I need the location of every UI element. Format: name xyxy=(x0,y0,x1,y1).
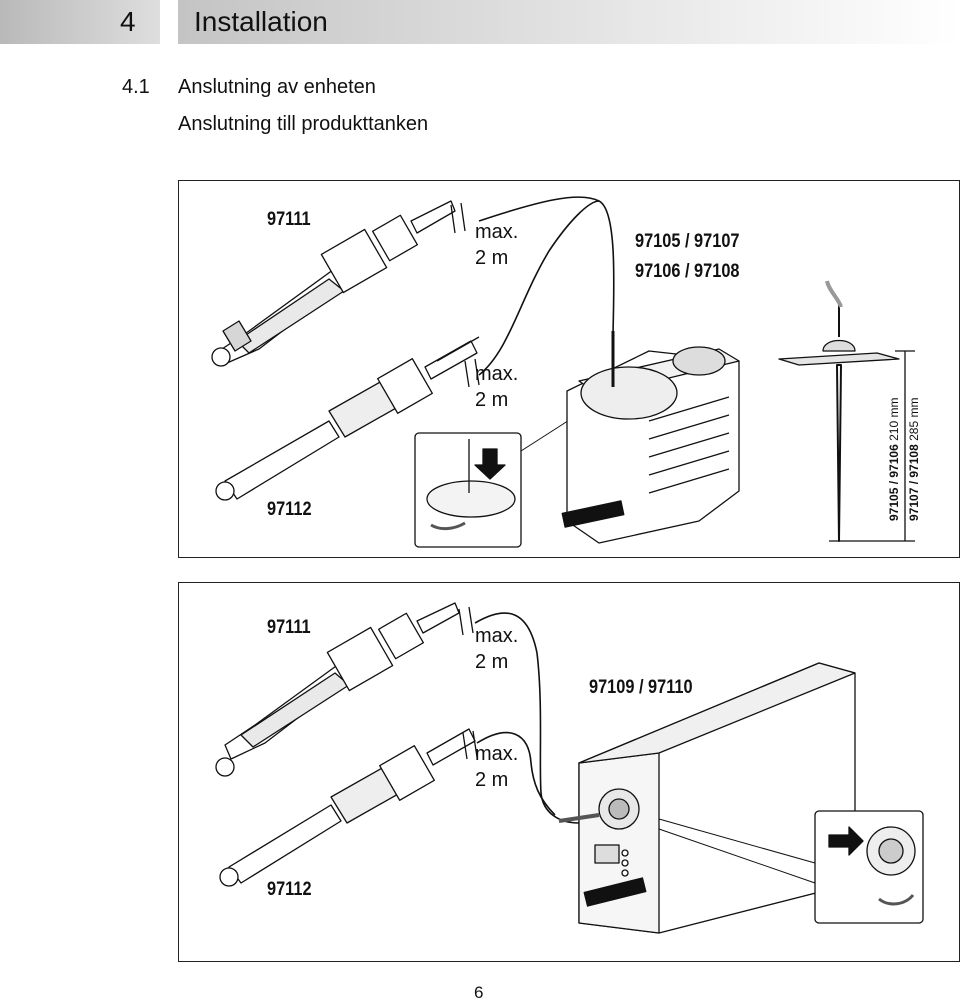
section-title: Anslutning av enheten xyxy=(178,76,376,98)
gun-top-code: 97111 xyxy=(267,209,311,230)
max-value-bottom-2: 2 m xyxy=(475,769,509,791)
inset-detail-connector xyxy=(414,400,600,548)
page-number: 6 xyxy=(474,983,484,1002)
max-label-bottom: max. xyxy=(475,363,519,385)
section-subtitle: Anslutning till produkttanken xyxy=(178,113,429,135)
tank-lid-illustration xyxy=(778,280,900,542)
inset-detail-fitting xyxy=(658,810,924,924)
product-tank-illustration xyxy=(561,331,740,544)
gun-bottom-code-2: 97112 xyxy=(267,879,312,900)
figure-tank-drawing xyxy=(211,196,915,548)
max-label-top-2: max. xyxy=(475,625,519,647)
tank-codes-line1: 97105 / 97107 xyxy=(635,231,740,252)
dispense-gun-97111-illustration-2 xyxy=(215,602,460,777)
dispense-gun-97112-illustration xyxy=(215,336,480,501)
gun-top-code-2: 97111 xyxy=(267,617,311,638)
figure-tank-connection: 97111 97112 max. 2 m max. 2 m 97105 / 97… xyxy=(178,180,960,558)
max-label-bottom-2: max. xyxy=(475,743,519,765)
dimension-label-1: 97105 / 97106 210 mm xyxy=(887,397,901,521)
dimension-label-2: 97107 / 97108 285 mm xyxy=(907,397,921,521)
dispense-gun-97112-illustration-2 xyxy=(219,728,476,887)
unit-codes: 97109 / 97110 xyxy=(589,677,693,698)
figure-unit-drawing xyxy=(215,602,924,934)
chapter-number-bar: 4 xyxy=(0,0,160,44)
gun-bottom-code: 97112 xyxy=(267,499,312,520)
tank-codes-line2: 97106 / 97108 xyxy=(635,261,740,282)
dispense-gun-97111-illustration xyxy=(211,200,456,367)
section-number: 4.1 xyxy=(122,76,150,98)
chapter-title: Installation xyxy=(194,6,328,37)
max-value-top: 2 m xyxy=(475,247,509,269)
control-unit-illustration xyxy=(558,662,856,934)
max-value-bottom: 2 m xyxy=(475,389,509,411)
max-label-top: max. xyxy=(475,221,519,243)
chapter-title-bar: Installation xyxy=(178,0,960,44)
max-value-top-2: 2 m xyxy=(475,651,509,673)
figure-unit-connection: 97111 97112 max. 2 m max. 2 m 97109 / 97… xyxy=(178,582,960,962)
chapter-number: 4 xyxy=(120,6,136,37)
